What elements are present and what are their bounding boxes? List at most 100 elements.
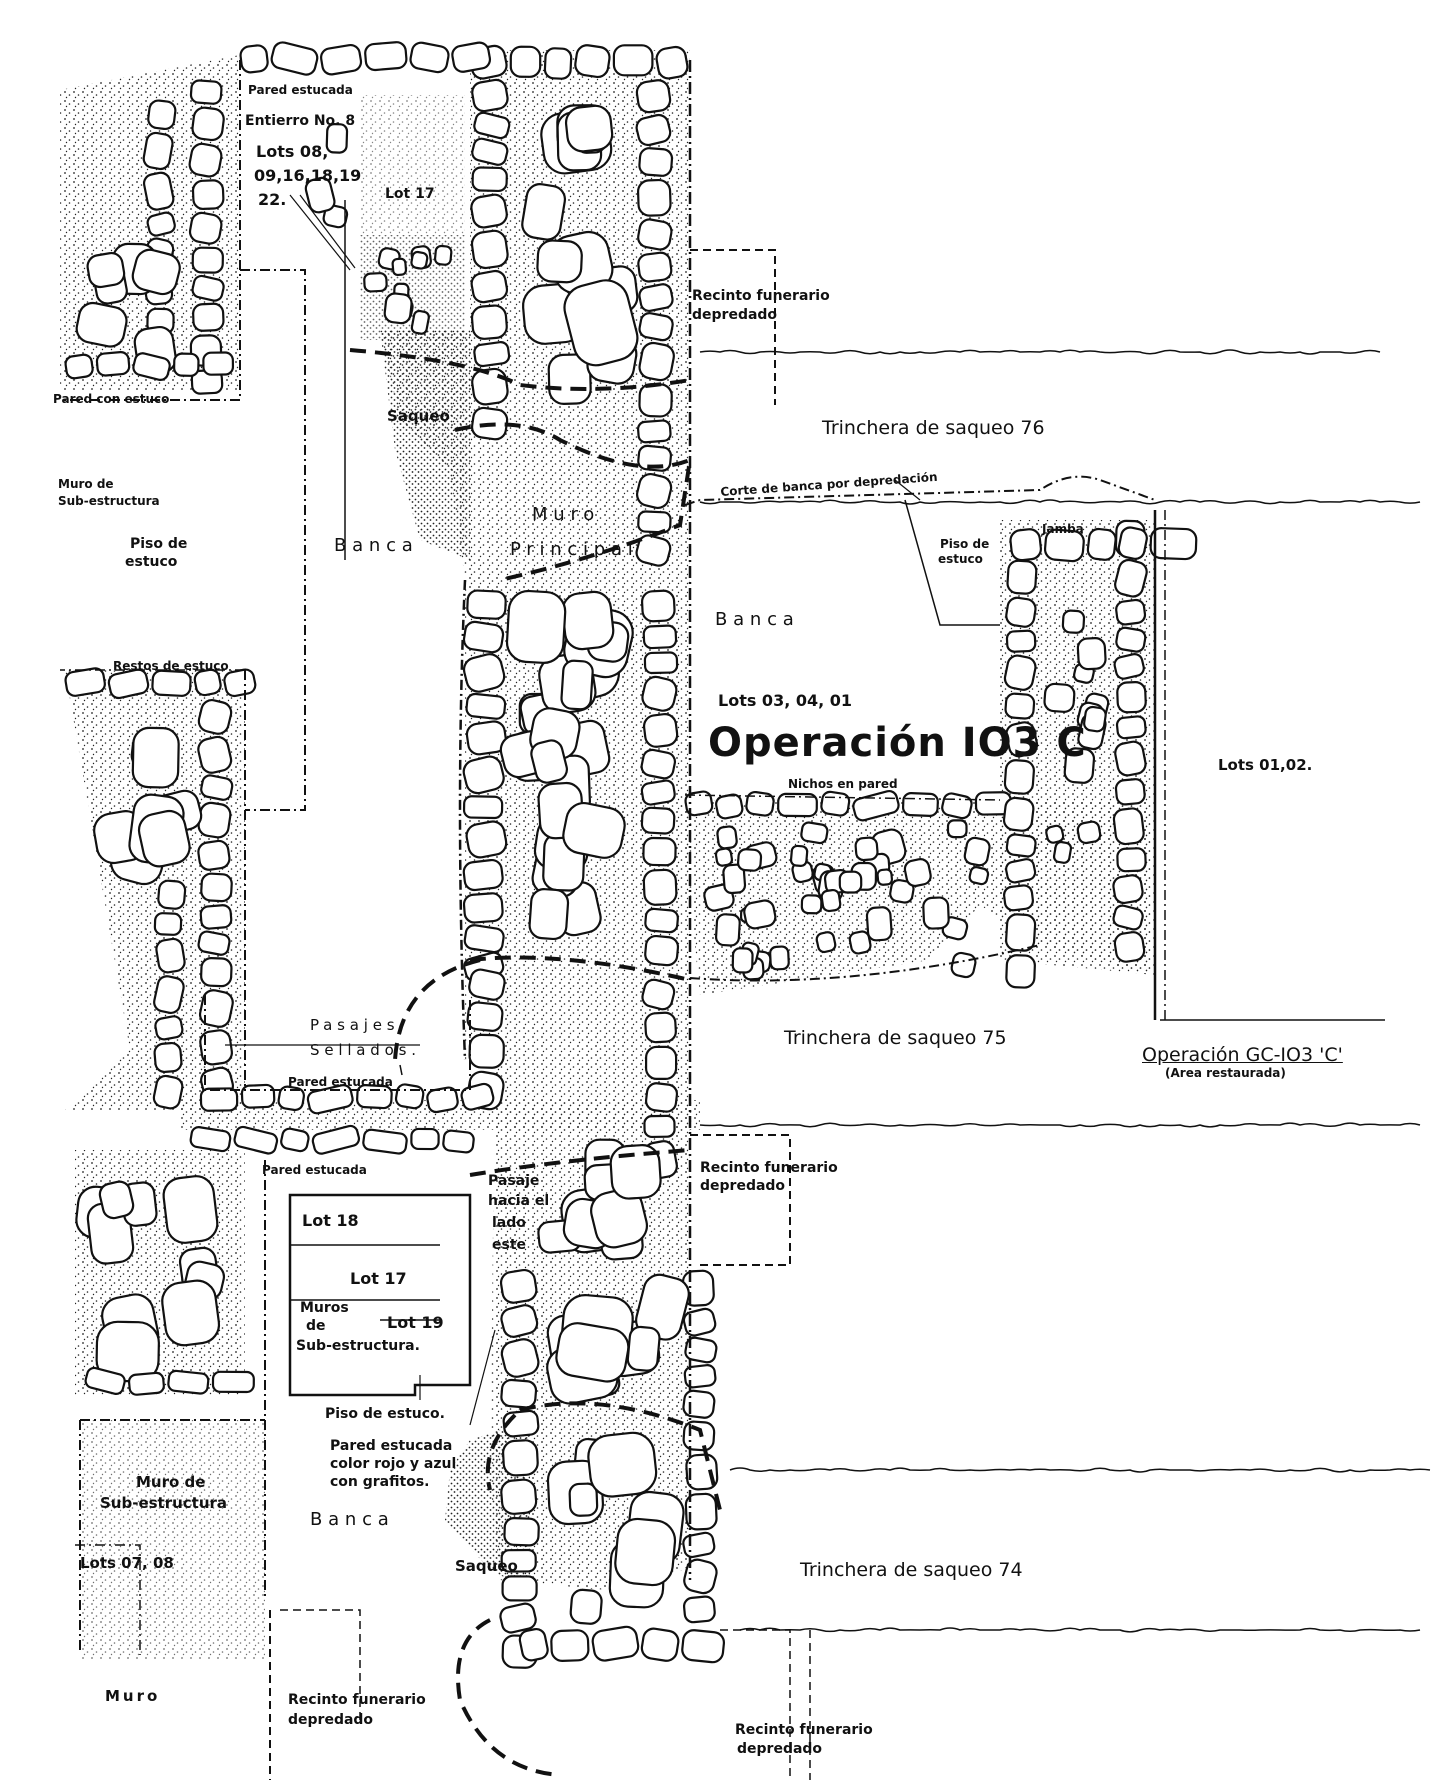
stone <box>86 251 126 289</box>
stone <box>638 341 675 382</box>
label-restored-area: (Area restaurada) <box>1165 1066 1286 1080</box>
stone <box>84 1366 126 1395</box>
stone <box>311 1124 361 1155</box>
stone <box>731 947 754 974</box>
label-muro-bottom: Muro <box>105 1687 161 1705</box>
label-pasaje-1: Pasaje <box>488 1173 540 1189</box>
stone <box>1149 527 1198 561</box>
stone <box>714 913 741 947</box>
stone <box>682 1307 717 1337</box>
stone <box>151 669 192 697</box>
label-muro-sub-low-2: Sub-estructura <box>100 1494 228 1512</box>
stone <box>161 1279 221 1347</box>
stone <box>98 1180 135 1220</box>
stone <box>409 41 450 74</box>
label-recinto-4a: Recinto funerario <box>735 1722 873 1738</box>
stone <box>462 755 505 795</box>
label-trench-76: Trinchera de saqueo 76 <box>822 417 1045 439</box>
stone <box>865 906 893 942</box>
stone <box>188 211 223 245</box>
label-operation-ref: Operación GC-IO3 'C' <box>1142 1044 1343 1066</box>
stone <box>1063 747 1096 784</box>
stone <box>500 1378 538 1409</box>
stone <box>638 147 674 177</box>
stone <box>736 848 763 872</box>
stone <box>643 1114 676 1139</box>
stone <box>1115 598 1147 626</box>
stone <box>644 934 680 967</box>
stone <box>1005 954 1036 989</box>
stone <box>722 863 747 895</box>
stone <box>460 1082 495 1111</box>
stone <box>641 675 678 712</box>
label-lots-main: Lots 03, 04, 01 <box>718 691 853 710</box>
label-pared-rojo-2: color rojo y azul <box>330 1456 457 1472</box>
label-piso-estuco-1: Piso de <box>130 536 188 552</box>
stone <box>391 257 408 277</box>
stone <box>642 836 677 867</box>
stone <box>465 692 507 720</box>
stone <box>777 792 818 818</box>
stone <box>636 472 673 510</box>
stone <box>820 790 851 817</box>
stone <box>1076 636 1107 671</box>
stone <box>202 351 235 376</box>
stone <box>848 930 872 955</box>
stone <box>838 870 863 894</box>
label-pared-estucada-top: Pared estucada <box>248 83 353 97</box>
stone <box>574 44 611 79</box>
stone <box>922 896 950 930</box>
stone <box>815 931 837 954</box>
stone <box>1006 559 1038 595</box>
stone <box>191 106 225 142</box>
stone <box>563 279 639 367</box>
stone <box>820 888 842 913</box>
stone <box>655 45 689 80</box>
stone <box>462 858 504 892</box>
label-piso-estuco-small-1: Piso de <box>940 537 990 551</box>
stone <box>587 1431 658 1498</box>
stone <box>683 1558 718 1595</box>
label-muros-sub-2: de <box>306 1318 326 1334</box>
stone <box>153 912 183 936</box>
stone <box>322 204 349 229</box>
stone <box>132 352 171 381</box>
stone <box>591 1625 640 1662</box>
stone <box>682 1595 716 1624</box>
stone <box>167 1369 210 1395</box>
stone <box>465 720 508 756</box>
label-pasajes-2: Sellados. <box>310 1041 421 1059</box>
trench-wave-line <box>729 1467 1431 1473</box>
stone <box>640 1627 680 1662</box>
stone <box>394 1083 425 1110</box>
stone <box>64 667 106 697</box>
stone <box>560 659 594 711</box>
label-pared-rojo-3: con grafitos. <box>330 1474 430 1490</box>
stone <box>162 1175 219 1244</box>
label-lots-0708: Lots 07, 08 <box>80 1554 174 1572</box>
stone <box>562 801 626 859</box>
stone <box>501 1575 538 1602</box>
stone <box>1005 858 1037 884</box>
stone <box>223 668 257 698</box>
stone <box>500 1478 538 1515</box>
stone <box>503 1517 540 1547</box>
stone <box>325 123 349 154</box>
stone <box>191 246 224 274</box>
stone <box>643 651 679 675</box>
stone <box>636 419 672 444</box>
stone <box>426 1086 459 1114</box>
stone <box>470 269 509 304</box>
stone <box>142 171 175 211</box>
stone <box>640 589 676 623</box>
label-lot17-low: Lot 17 <box>350 1269 407 1288</box>
stone <box>590 1188 649 1249</box>
label-muros-sub-3: Sub-estructura. <box>296 1338 420 1354</box>
stone <box>468 968 506 1001</box>
stone <box>1076 820 1102 845</box>
stone <box>800 894 823 915</box>
stone <box>1045 824 1065 844</box>
stone <box>1114 778 1146 806</box>
label-lots-right: Lots 01,02. <box>1218 756 1313 774</box>
stone <box>155 937 186 974</box>
